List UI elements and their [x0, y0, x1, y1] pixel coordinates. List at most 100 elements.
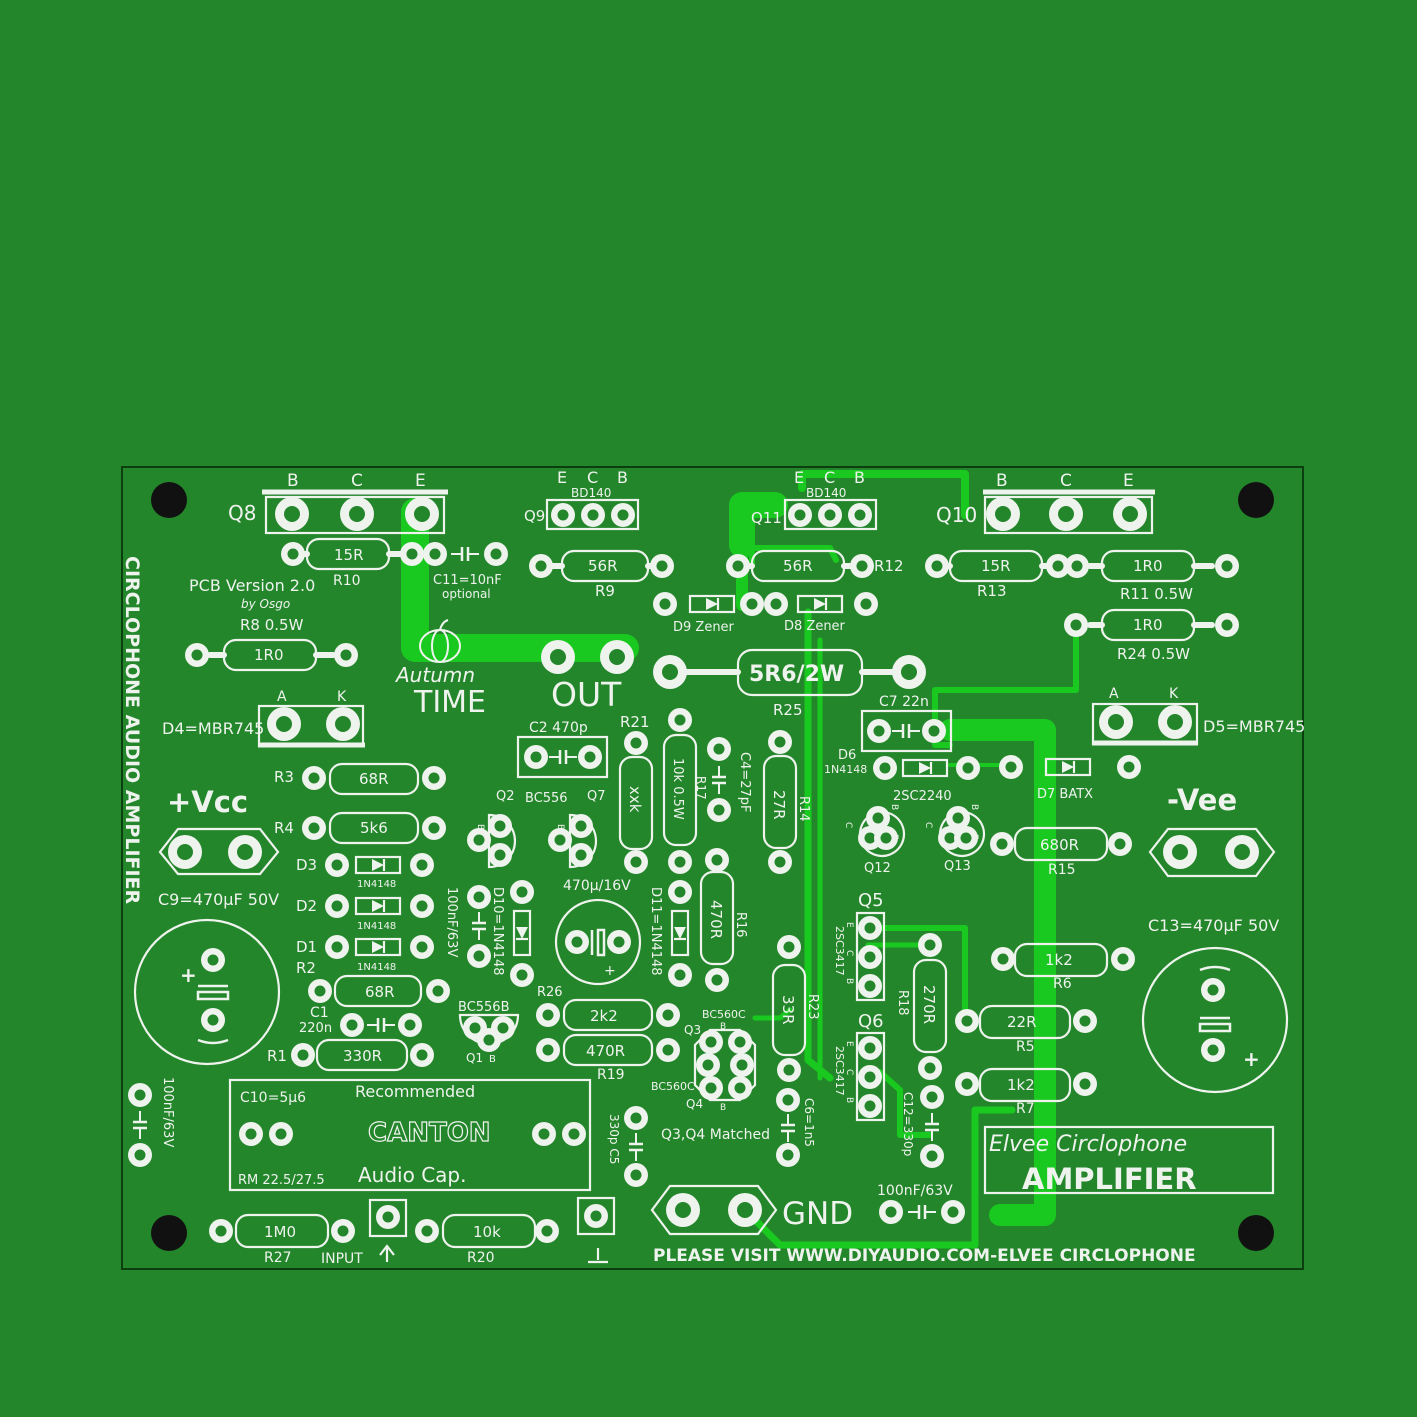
d6-label: D6 [838, 748, 856, 763]
r21-value: xxk [626, 786, 644, 813]
q5-type: 2SC3417 [833, 926, 846, 976]
version-line1: PCB Version 2.0 [189, 576, 315, 595]
gnd-label: GND [782, 1196, 853, 1232]
d5-label: D5=MBR745 [1203, 717, 1305, 736]
d5-pin-k: K [1169, 686, 1179, 702]
input-label: INPUT [321, 1251, 363, 1267]
q13-pin-b: B [969, 804, 979, 810]
q12-pin-c: C [843, 822, 853, 828]
r27-ref: R27 [264, 1250, 292, 1266]
q12-pin-b: B [889, 804, 899, 810]
q1-pin-b: B [489, 1054, 496, 1065]
c100-a-label: 100nF/63V [444, 887, 459, 957]
r11-ref: R11 0.5W [1120, 585, 1193, 603]
q2-pin-b: B [475, 824, 485, 830]
q10-pin-b: B [996, 471, 1008, 491]
r13-ref: R13 [977, 582, 1007, 600]
footer-text: PLEASE VISIT WWW.DIYAUDIO.COM-ELVEE CIRC… [653, 1246, 1196, 1266]
q7-pin-b: B [555, 824, 565, 830]
r16-ref: R16 [733, 912, 748, 938]
pumpkin-icon [419, 619, 461, 663]
d2-type: 1N4148 [357, 921, 396, 932]
q6-type: 2SC3417 [833, 1046, 846, 1096]
c100-c-label: 100nF/63V [877, 1183, 953, 1199]
canton-audio-cap: Audio Cap. [358, 1163, 466, 1187]
r19-value: 470R [586, 1042, 625, 1060]
r9-value: 56R [588, 557, 618, 575]
q8-pin-e: E [415, 471, 426, 491]
component-symbols: + + + [131, 545, 1260, 1221]
c5-label: 330p C5 [607, 1114, 621, 1164]
r10-value: 15R [334, 546, 364, 564]
r20-value: 10k [473, 1223, 501, 1241]
r14-value: 27R [770, 790, 788, 820]
bc560c-bottom: BC560C [651, 1080, 695, 1093]
d4-label: D4=MBR745 [162, 719, 264, 738]
q13-label: Q13 [944, 859, 971, 874]
mount-hole-tl [151, 482, 187, 518]
mounting-holes [151, 482, 1274, 1251]
vcc-label: +Vcc [167, 785, 248, 819]
vee-label: -Vee [1167, 783, 1237, 817]
d8-label: D8 Zener [784, 619, 846, 634]
r3-value: 68R [359, 770, 389, 788]
q12-pin-e: E [889, 834, 899, 840]
r27-value: 1M0 [264, 1223, 296, 1241]
svg-text:+: + [604, 963, 616, 979]
q2-label: Q2 [496, 789, 515, 804]
r11-value: 1R0 [1133, 557, 1163, 575]
q4-label: Q4 [686, 1097, 703, 1111]
d4-pin-a: A [277, 689, 287, 705]
r2-ref: R2 [296, 959, 316, 977]
bc556-label: BC556 [525, 791, 568, 806]
q6-pin-b: B [844, 1097, 854, 1103]
r1-ref: R1 [267, 1047, 287, 1065]
r7-value: 1k2 [1007, 1076, 1035, 1094]
c1-ref: C1 [310, 1005, 329, 1021]
logo-line1: Autumn [394, 663, 475, 687]
q8-pin-c: C [351, 471, 363, 491]
q6-pin-e: E [844, 1041, 854, 1047]
d1-label: D1 [296, 938, 317, 956]
r9-ref: R9 [595, 582, 615, 600]
q11-label: Q11 [751, 509, 782, 527]
r15-value: 680R [1040, 836, 1079, 854]
q5-pin-e: E [844, 922, 854, 928]
logo-line2: TIME [413, 685, 486, 720]
c4-label: C4=27pF [737, 752, 752, 813]
d5-pin-a: A [1109, 686, 1119, 702]
d3-type: 1N4148 [357, 879, 396, 890]
svg-text:+: + [180, 963, 197, 987]
q12-label: Q12 [864, 861, 891, 876]
r6-ref: R6 [1053, 976, 1072, 992]
q11-pin-b: B [854, 468, 865, 487]
c11-note: optional [442, 587, 491, 601]
d6-type: 1N4148 [824, 763, 867, 776]
d1-type: 1N4148 [357, 962, 396, 973]
silkscreen [133, 489, 1289, 1264]
svg-text:+: + [1243, 1047, 1260, 1071]
r14-ref: R14 [796, 796, 811, 822]
canton-rm: RM 22.5/27.5 [238, 1173, 325, 1188]
q6-pin-c: C [844, 1069, 854, 1075]
mount-hole-bl [151, 1215, 187, 1251]
r6-value: 1k2 [1045, 951, 1073, 969]
r4-value: 5k6 [360, 819, 388, 837]
r25-value: 5R6/2W [749, 662, 844, 687]
out-label: OUT [551, 675, 622, 714]
q6-label: Q6 [858, 1011, 884, 1032]
q7-label: Q7 [587, 789, 606, 804]
canton-logo: CANTON [368, 1118, 491, 1148]
r10-ref: R10 [333, 573, 361, 589]
c2-label: C2 470p [529, 720, 588, 736]
r16-value: 470R [707, 900, 725, 939]
r5-value: 22R [1007, 1013, 1037, 1031]
c7-label: C7 22n [879, 694, 929, 710]
d11-label: D11=1N4148 [648, 887, 663, 976]
brand-title: AMPLIFIER [1022, 1162, 1197, 1196]
q8-label: Q8 [228, 501, 256, 525]
d7-label: D7 BATX [1037, 787, 1093, 802]
r24-value: 1R0 [1133, 616, 1163, 634]
r26-value: 2k2 [590, 1007, 618, 1025]
